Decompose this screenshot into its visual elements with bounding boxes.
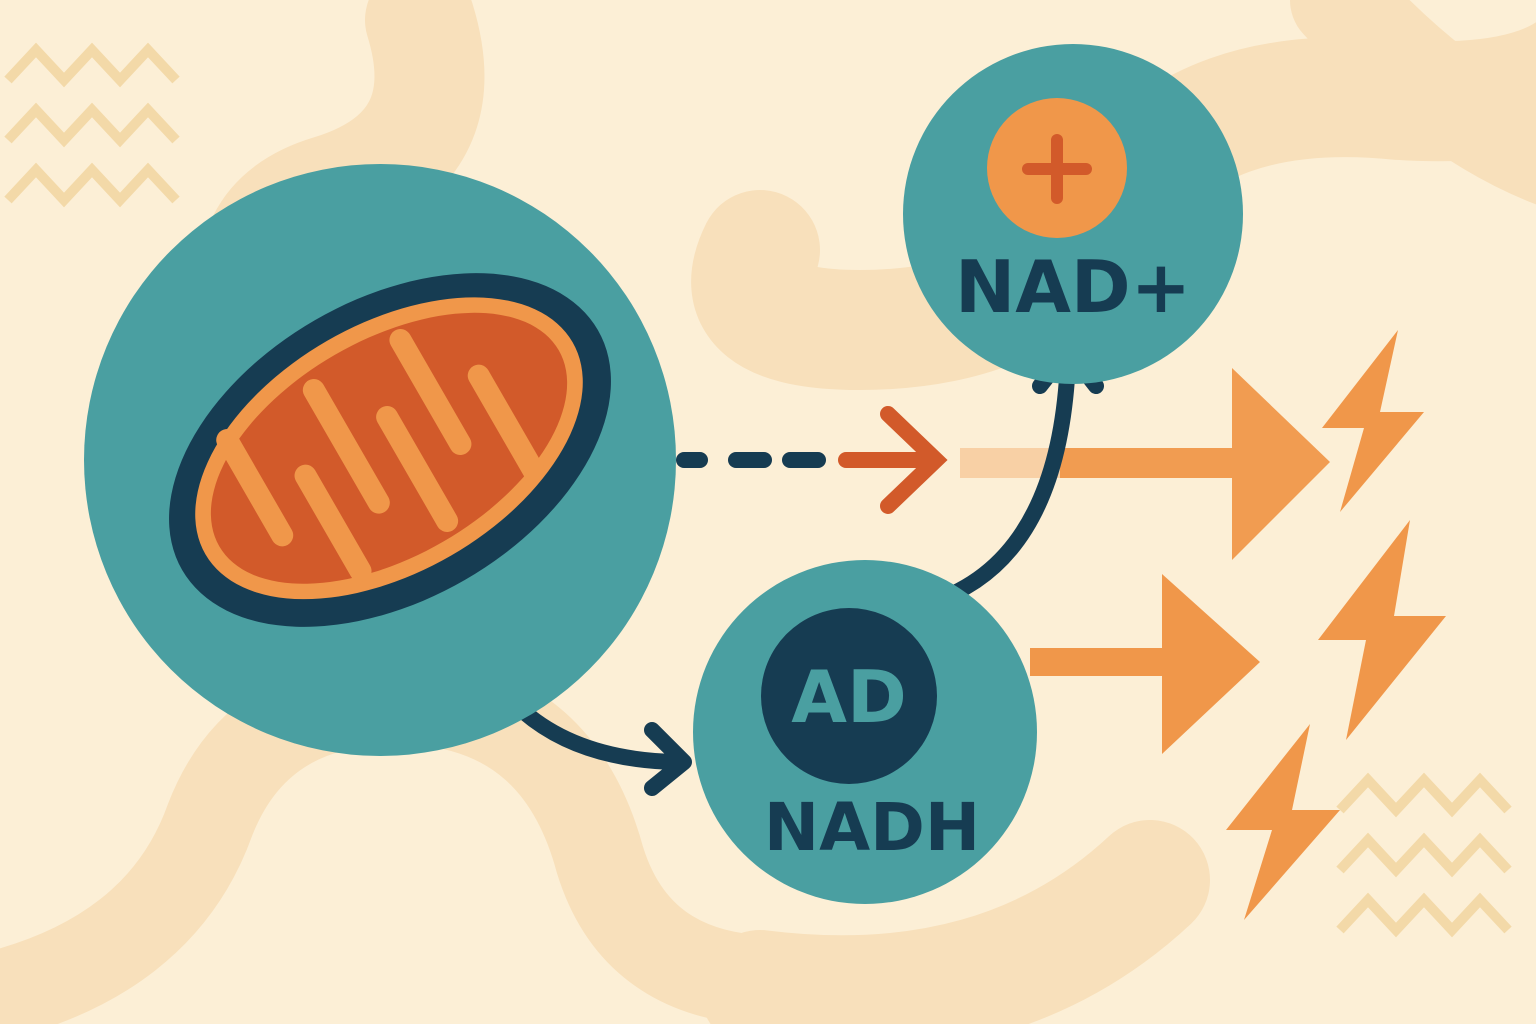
background-swirl — [1290, 0, 1536, 205]
background-swirl — [700, 820, 1210, 1024]
energy-arrow-upper — [1060, 368, 1330, 560]
lightning-icon — [1322, 330, 1424, 512]
nadplus-label: NAD+ — [955, 245, 1191, 329]
plus-icon — [987, 98, 1127, 238]
zigzag-decoration-top-left — [4, 42, 180, 208]
nadh-badge — [761, 608, 937, 784]
mitochondrion-icon — [169, 273, 611, 627]
dashed-connector — [676, 406, 948, 514]
nadh-badge-label: AD — [791, 655, 907, 739]
nadplus-node: NAD+ — [903, 44, 1243, 384]
energy-arrow-lower — [1030, 574, 1260, 754]
lightning-icon — [1226, 724, 1340, 920]
nadh-label: NADH — [764, 789, 980, 866]
nadh-node: AD NADH — [693, 560, 1037, 904]
lightning-icon — [1318, 520, 1446, 740]
arrow-mitochondrion-to-nadh — [516, 704, 692, 796]
zigzag-decoration-bottom-right — [1336, 772, 1512, 938]
mitochondrion-node — [84, 164, 676, 756]
lightning-icons — [1226, 330, 1446, 920]
